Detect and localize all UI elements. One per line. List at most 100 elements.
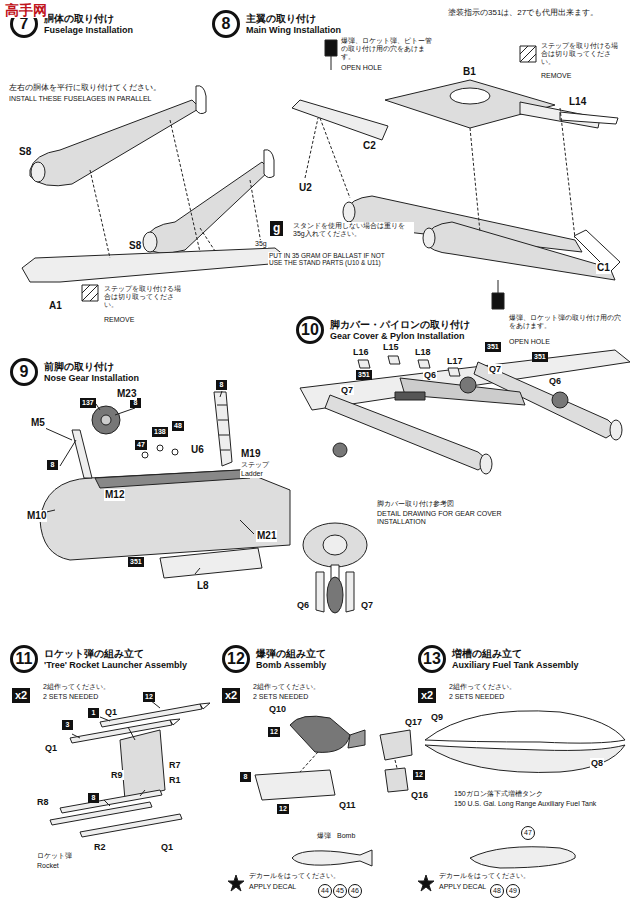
heading-ja: 増槽の組み立て (452, 648, 579, 660)
callout-number: 12 (415, 771, 423, 778)
note-text: 2組作ってください。 (448, 683, 517, 691)
callout-number: 45 (336, 887, 344, 894)
part-label: Q8 (590, 758, 604, 768)
callout-number: x2 (15, 689, 27, 701)
callout-number: 351 (130, 558, 142, 565)
note-text: 脚カバー取り付け参考図 (376, 500, 455, 508)
heading-ja: 爆弾の組み立て (256, 648, 326, 660)
decal-number: 47 (521, 826, 535, 840)
note-text: INSTALL THESE FUSELAGES IN PARALLEL (8, 95, 153, 103)
part-label: Q7 (488, 364, 502, 374)
part-label: A1 (48, 300, 63, 312)
heading-ja: 前脚の取り付け (44, 361, 139, 373)
set-count-box: x2 (222, 688, 240, 703)
note-text: REMOVE (103, 316, 135, 324)
part-label: M5 (30, 417, 46, 429)
callout-number: 8 (220, 381, 224, 388)
part-label: Q9 (430, 712, 444, 722)
part-label: L15 (382, 342, 400, 352)
step-heading: 胴体の取り付けFuselage Installation (42, 13, 135, 36)
step-badge: 9前脚の取り付けNose Gear Installation (10, 358, 141, 386)
color-callout: 351 (532, 352, 548, 362)
step-number: 11 (10, 645, 38, 673)
part-label: U2 (298, 182, 313, 194)
callout-number: g (273, 221, 280, 235)
decal-number: 44 (318, 884, 332, 898)
part-label: R8 (36, 797, 50, 807)
note-text: デカールをはってください。 (248, 872, 341, 879)
callout-number: 351 (358, 371, 370, 378)
heading-en: Bomb Assembly (256, 660, 326, 671)
step-number: 13 (418, 645, 446, 673)
part-label: Q10 (268, 704, 287, 714)
callout-number: x2 (225, 689, 237, 701)
callout-number: 8 (134, 399, 138, 406)
note-text: APPLY DECAL (248, 883, 297, 891)
note-text: DETAIL DRAWING FOR GEAR COVER INSTALLATI… (376, 510, 528, 526)
step-number: 10 (296, 316, 324, 344)
decal-number: 45 (333, 884, 347, 898)
part-label: L8 (196, 580, 210, 592)
part-label: M21 (256, 530, 277, 542)
step-heading: 主翼の取り付けMain Wing Installation (244, 13, 343, 36)
note-text: 爆弾、ロケット弾、ピトー管の取り付け用の穴をあけます。 (340, 37, 437, 61)
decal-number: 49 (506, 884, 520, 898)
color-callout: 12 (413, 770, 425, 780)
note-text: 爆弾、ロケット弾の取り付け用の穴をあけます。 (508, 314, 625, 330)
note-text: 高手网 (4, 2, 48, 18)
step-number: 9 (10, 358, 38, 386)
step-badge: 13 増槽の組み立てAuxiliary Fuel Tank Assembly (418, 645, 581, 673)
callout-number: 48 (493, 887, 501, 894)
color-callout: 8 (216, 380, 227, 390)
part-label: U6 (190, 444, 205, 456)
callout-number: 351 (534, 353, 546, 360)
note-text: OPEN HOLE (340, 64, 383, 72)
part-label: S8 (18, 146, 32, 158)
note-text: ステップを取り付ける場合は切り取ってください。 (103, 285, 187, 309)
color-callout: 351 (128, 557, 144, 567)
step-heading: 脚カバー・パイロンの取り付けGear Cover & Pylon Install… (328, 319, 472, 342)
heading-ja: 主翼の取り付け (246, 13, 341, 25)
part-label: R2 (93, 842, 107, 852)
color-callout: g (270, 221, 283, 236)
part-label: R9 (110, 770, 124, 780)
part-label: Q17 (404, 717, 423, 727)
step-badge: 12爆弾の組み立てBomb Assembly (222, 645, 328, 673)
part-label: M23 (116, 388, 137, 400)
note-text: ステップ (240, 461, 270, 469)
part-label: L14 (568, 96, 587, 108)
part-label: C1 (596, 262, 611, 274)
callout-number: 3 (66, 721, 70, 728)
callout-number: 44 (321, 887, 329, 894)
part-label: M19 (240, 448, 261, 460)
part-label: R1 (168, 775, 182, 785)
note-text: 2 SETS NEEDED (448, 693, 505, 701)
callout-number: 12 (270, 728, 278, 735)
part-label: B1 (462, 66, 477, 78)
step-badge: 8主翼の取り付けMain Wing Installation (212, 10, 343, 38)
step-badge: 11ロケット弾の組み立て'Tree' Rocket Launcher Assem… (10, 645, 189, 673)
callout-number: 47 (524, 829, 532, 836)
callout-number: 47 (137, 441, 145, 448)
heading-en: Main Wing Installation (246, 25, 341, 36)
note-text: REMOVE (540, 72, 572, 80)
heading-ja: 脚カバー・パイロンの取り付け (330, 319, 470, 331)
note-text: Bomb (336, 832, 356, 840)
heading-en: Auxiliary Fuel Tank Assembly (452, 660, 579, 671)
step-heading: ロケット弾の組み立て'Tree' Rocket Launcher Assembl… (42, 648, 189, 671)
color-callout: 47 (135, 440, 147, 450)
color-callout: 8 (88, 793, 99, 803)
callout-number: 12 (279, 805, 287, 812)
part-label: L16 (352, 347, 370, 357)
color-callout: 1 (88, 708, 99, 718)
color-callout: 138 (152, 427, 168, 437)
part-label: S8 (128, 240, 142, 252)
color-callout: 12 (268, 727, 280, 737)
step-heading: 爆弾の組み立てBomb Assembly (254, 648, 328, 671)
decal-number: 46 (348, 884, 362, 898)
note-text: 2組作ってください。 (42, 683, 111, 691)
callout-number: 49 (509, 887, 517, 894)
part-label: Q1 (104, 707, 118, 717)
note-text: 2 SETS NEEDED (252, 693, 309, 701)
